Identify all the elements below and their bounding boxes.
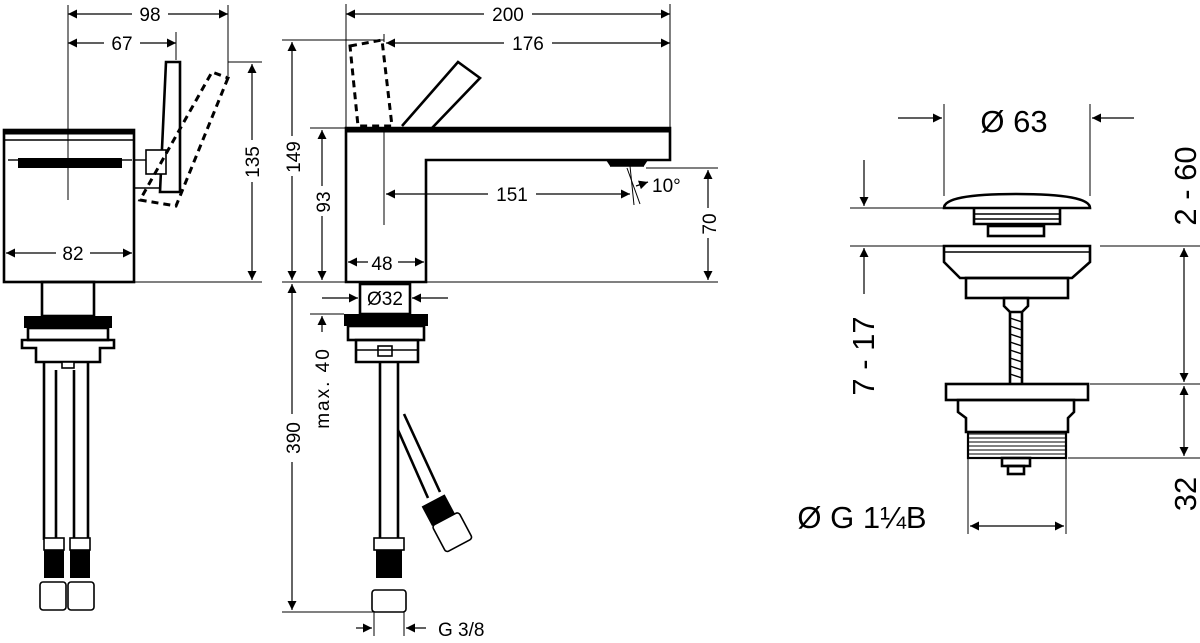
- waste-view: Ø 63 2 - 60: [797, 104, 1200, 535]
- dim-angle-label: 10°: [652, 176, 681, 197]
- dim-2-60-label: 2 - 60: [1168, 146, 1200, 225]
- dim-200-label: 200: [492, 5, 524, 26]
- dim-149-label: 149: [284, 141, 305, 173]
- dim-32-label: 32: [1168, 477, 1200, 511]
- dim-g-thread-label: Ø G 1¼B: [797, 500, 926, 535]
- dim-135-label: 135: [243, 146, 264, 178]
- dim-82-label: 82: [62, 244, 83, 265]
- dim-151-label: 151: [496, 185, 528, 206]
- dim-max40-label: max. 40: [313, 347, 334, 429]
- dim-48-label: 48: [371, 254, 392, 275]
- side-view: 98 67 82 135: [2, 4, 264, 611]
- dim-93-label: 93: [314, 191, 335, 212]
- dim-d32-label: Ø32: [367, 289, 403, 310]
- dim-g38-label: G 3/8: [438, 620, 484, 641]
- front-view: 200 176 149 93 151 10°: [280, 4, 721, 641]
- dim-70-label: 70: [700, 213, 721, 234]
- dim-390-label: 390: [284, 422, 305, 454]
- dim-d63-label: Ø 63: [980, 104, 1047, 139]
- dim-98-label: 98: [139, 5, 160, 26]
- dim-7-17-label: 7 - 17: [846, 316, 881, 395]
- dim-176-label: 176: [512, 34, 544, 55]
- dim-67-label: 67: [111, 34, 132, 55]
